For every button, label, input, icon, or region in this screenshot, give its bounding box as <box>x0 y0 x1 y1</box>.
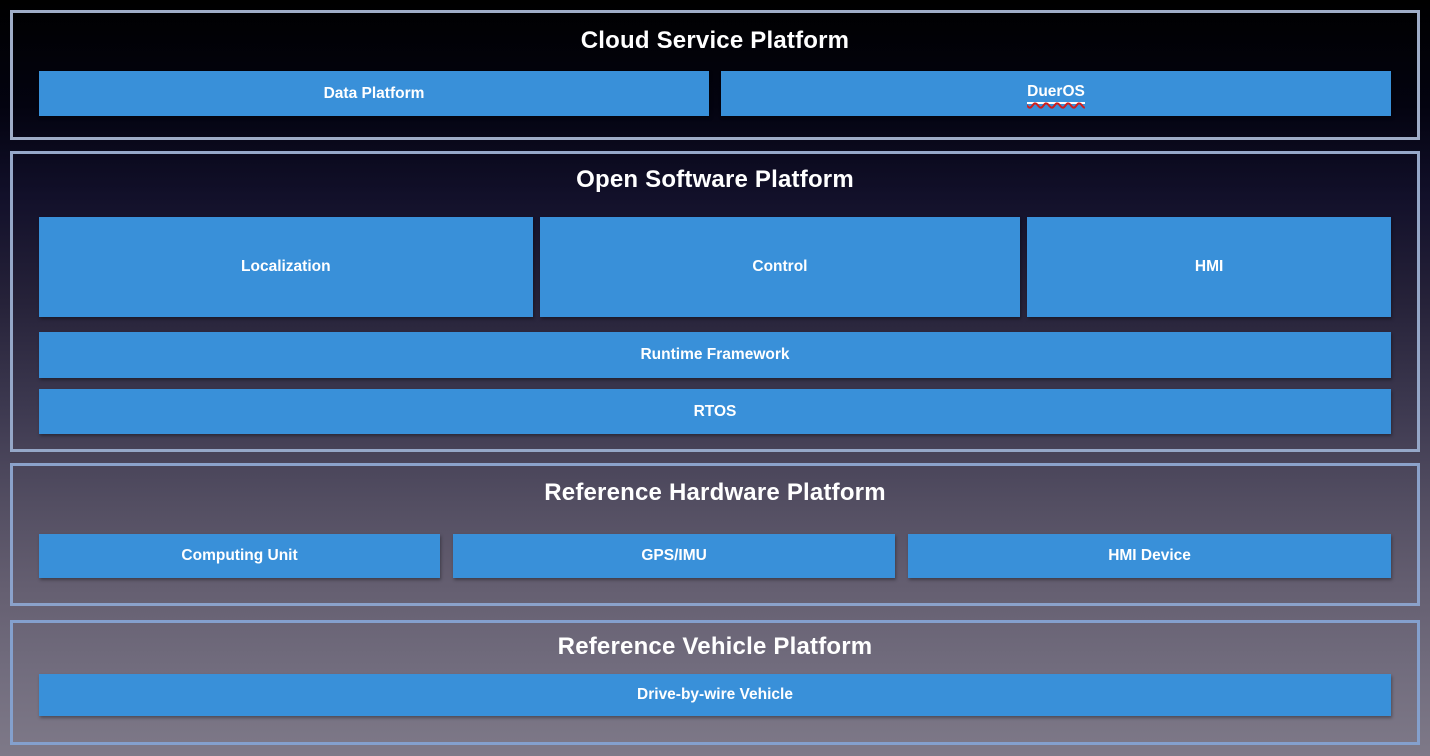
runtime-framework-label: Runtime Framework <box>640 346 789 364</box>
software-modules-row: Localization Control HMI <box>39 217 1391 317</box>
gps-imu-label: GPS/IMU <box>641 547 706 565</box>
section-open-software-platform: Open Software Platform Localization Cont… <box>10 151 1420 452</box>
hardware-boxes-row: Computing Unit GPS/IMU HMI Device <box>39 534 1391 578</box>
data-platform-label: Data Platform <box>324 85 425 103</box>
reference-vehicle-platform-title: Reference Vehicle Platform <box>13 623 1417 661</box>
localization-label: Localization <box>241 258 331 276</box>
control-label: Control <box>752 258 807 276</box>
section-reference-hardware-platform: Reference Hardware Platform Computing Un… <box>10 463 1420 606</box>
section-cloud-service-platform: Cloud Service Platform Data Platform Due… <box>10 10 1420 140</box>
section-reference-vehicle-platform: Reference Vehicle Platform Drive-by-wire… <box>10 620 1420 745</box>
cloud-service-platform-title: Cloud Service Platform <box>13 13 1417 55</box>
box-localization: Localization <box>39 217 533 317</box>
computing-unit-label: Computing Unit <box>181 547 297 565</box>
box-computing-unit: Computing Unit <box>39 534 440 578</box>
box-rtos: RTOS <box>39 389 1391 434</box>
open-software-platform-title: Open Software Platform <box>13 154 1417 194</box>
rtos-label: RTOS <box>694 403 737 421</box>
box-gps-imu: GPS/IMU <box>453 534 895 578</box>
rtos-row: RTOS <box>39 389 1391 434</box>
cloud-boxes-row: Data Platform DuerOS <box>39 71 1391 116</box>
box-hmi-device: HMI Device <box>908 534 1391 578</box>
box-drive-by-wire-vehicle: Drive-by-wire Vehicle <box>39 674 1391 716</box>
reference-hardware-platform-title: Reference Hardware Platform <box>13 466 1417 507</box>
box-runtime-framework: Runtime Framework <box>39 332 1391 378</box>
drive-by-wire-vehicle-label: Drive-by-wire Vehicle <box>637 686 793 704</box>
runtime-framework-row: Runtime Framework <box>39 332 1391 378</box>
box-control: Control <box>540 217 1021 317</box>
box-dueros: DuerOS <box>721 71 1391 116</box>
hmi-label: HMI <box>1195 258 1223 276</box>
vehicle-boxes-row: Drive-by-wire Vehicle <box>39 674 1391 716</box>
box-data-platform: Data Platform <box>39 71 709 116</box>
box-hmi: HMI <box>1027 217 1391 317</box>
hmi-device-label: HMI Device <box>1108 547 1191 565</box>
dueros-label: DuerOS <box>1027 83 1085 104</box>
